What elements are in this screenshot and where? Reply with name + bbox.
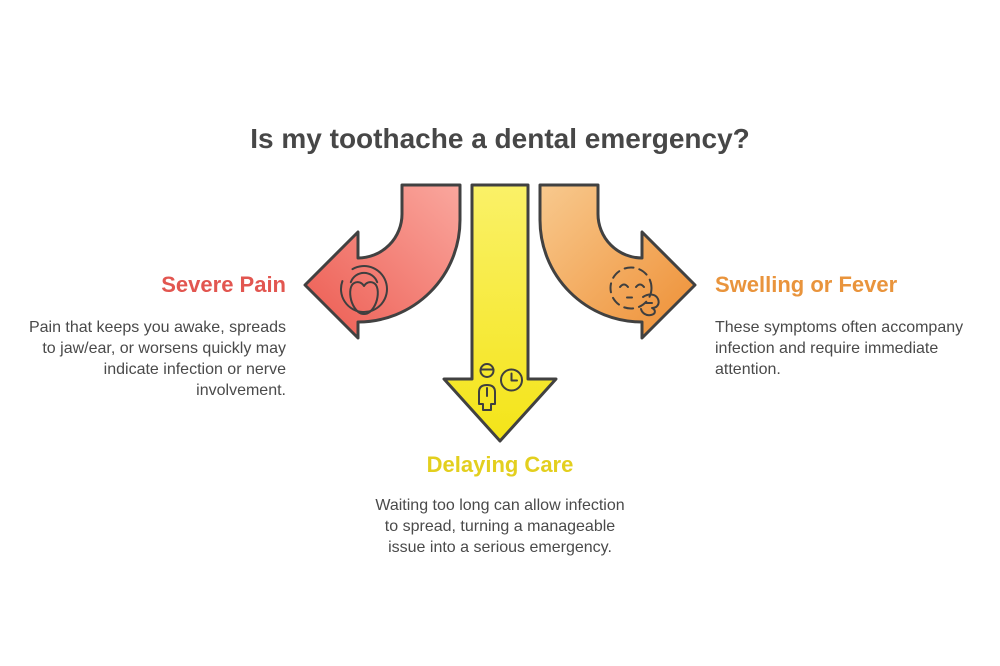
face-left-eye: [619, 283, 629, 288]
person-waiting-clock-icon: [478, 363, 523, 411]
swollen-face-icon: [609, 266, 660, 317]
swelling-fever-section: Swelling or Fever These symptoms often a…: [715, 272, 1000, 380]
severe-pain-description: Pain that keeps you awake, spreads to ja…: [28, 319, 286, 399]
clock-hands: [510, 372, 518, 382]
face-right-eye: [635, 283, 645, 288]
swelling-fever-heading: Swelling or Fever: [715, 272, 898, 297]
delaying-care-description: Waiting too long can allow infection to …: [375, 497, 625, 556]
toothache-icon: [339, 265, 388, 315]
delaying-care-arrow: [442, 183, 558, 443]
hand-on-cheek: [640, 293, 660, 317]
person-torso: [478, 384, 496, 411]
severe-pain-arrow: [303, 183, 462, 340]
clock-face: [500, 368, 523, 392]
severe-pain-heading: Severe Pain: [161, 272, 286, 297]
swollen-cheek-circle: [609, 266, 653, 310]
page-title: Is my toothache a dental emergency?: [250, 123, 750, 154]
toothache-outer-wave: [339, 265, 388, 313]
delaying-care-heading: Delaying Care: [426, 452, 574, 477]
severe-pain-section: Severe Pain Pain that keeps you awake, s…: [0, 272, 286, 401]
tooth-shape: [349, 281, 379, 315]
swelling-fever-description: These symptoms often accompany infection…: [715, 319, 964, 378]
delaying-care-section: Delaying Care Waiting too long can allow…: [350, 452, 650, 558]
swelling-fever-arrow: [538, 183, 697, 340]
toothache-inner-wave: [349, 271, 379, 284]
